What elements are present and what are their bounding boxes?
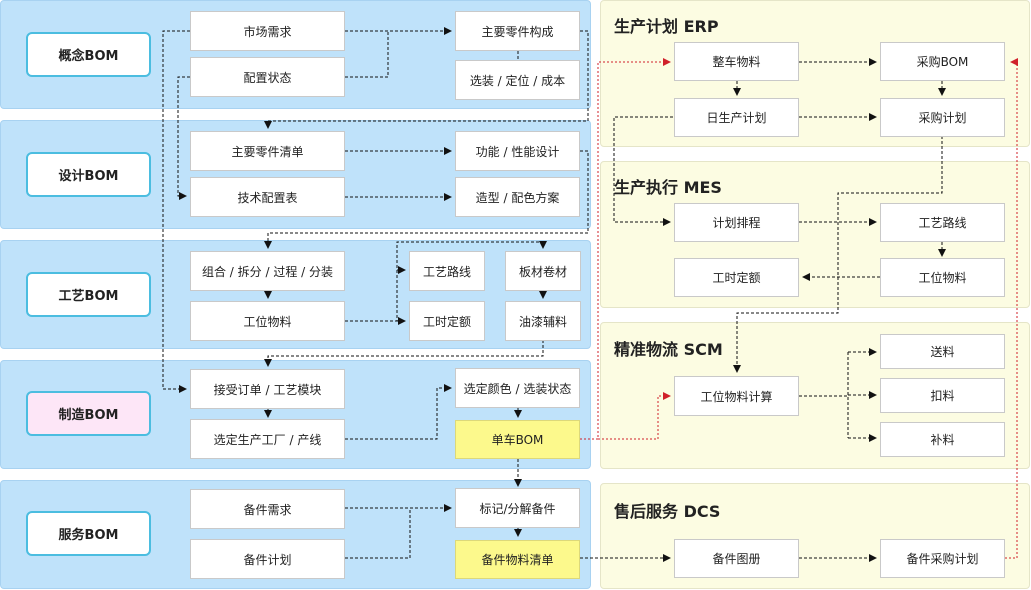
vehicle-material-node: 整车物料 xyxy=(674,42,799,81)
spare-catalog-node: 备件图册 xyxy=(674,539,799,578)
spare-purchase-plan-node: 备件采购计划 xyxy=(880,539,1005,578)
assembly-ops-node: 组合 / 拆分 / 过程 / 分装 xyxy=(190,251,345,291)
replenish-node: 补料 xyxy=(880,422,1005,457)
option-position-cost-node: 选装 / 定位 / 成本 xyxy=(455,60,580,100)
deduction-node: 扣料 xyxy=(880,378,1005,413)
concept-bom-label: 概念BOM xyxy=(26,32,151,77)
mark-decompose-node: 标记/分解备件 xyxy=(455,488,580,528)
spare-material-list-node: 备件物料清单 xyxy=(455,540,580,579)
mes-process-route-node: 工艺路线 xyxy=(880,203,1005,242)
main-parts-list-node: 主要零件清单 xyxy=(190,131,345,171)
spare-plan-node: 备件计划 xyxy=(190,539,345,579)
spare-demand-node: 备件需求 xyxy=(190,489,345,529)
scm-title: 精准物流 SCM xyxy=(614,340,723,359)
select-color-option-node: 选定颜色 / 选装状态 xyxy=(455,368,580,408)
mes-man-hour-node: 工时定额 xyxy=(674,258,799,297)
styling-color-node: 造型 / 配色方案 xyxy=(455,177,580,217)
select-plant-line-node: 选定生产工厂 / 产线 xyxy=(190,419,345,459)
scheduling-node: 计划排程 xyxy=(674,203,799,242)
daily-production-plan-node: 日生产计划 xyxy=(674,98,799,137)
tech-config-table-node: 技术配置表 xyxy=(190,177,345,217)
process-station-material-node: 工位物料 xyxy=(190,301,345,341)
manufacturing-bom-label: 制造BOM xyxy=(26,391,151,436)
mes-station-material-node: 工位物料 xyxy=(880,258,1005,297)
process-bom-label: 工艺BOM xyxy=(26,272,151,317)
market-demand-node: 市场需求 xyxy=(190,11,345,51)
function-performance-node: 功能 / 性能设计 xyxy=(455,131,580,171)
process-man-hour-node: 工时定额 xyxy=(409,301,485,341)
purchase-bom-node: 采购BOM xyxy=(880,42,1005,81)
process-route-node: 工艺路线 xyxy=(409,251,485,291)
config-status-node: 配置状态 xyxy=(190,57,345,97)
service-bom-label: 服务BOM xyxy=(26,511,151,556)
dcs-title: 售后服务 DCS xyxy=(614,502,721,521)
sheet-coil-node: 板材卷材 xyxy=(505,251,581,291)
station-material-calc-node: 工位物料计算 xyxy=(674,376,799,416)
design-bom-label: 设计BOM xyxy=(26,152,151,197)
mes-title: 生产执行 MES xyxy=(614,178,722,197)
main-parts-composition-node: 主要零件构成 xyxy=(455,11,580,51)
paint-aux-node: 油漆辅料 xyxy=(505,301,581,341)
delivery-node: 送料 xyxy=(880,334,1005,369)
accept-order-node: 接受订单 / 工艺模块 xyxy=(190,369,345,409)
purchase-plan-node: 采购计划 xyxy=(880,98,1005,137)
single-car-bom-node: 单车BOM xyxy=(455,420,580,459)
erp-title: 生产计划 ERP xyxy=(614,17,719,36)
